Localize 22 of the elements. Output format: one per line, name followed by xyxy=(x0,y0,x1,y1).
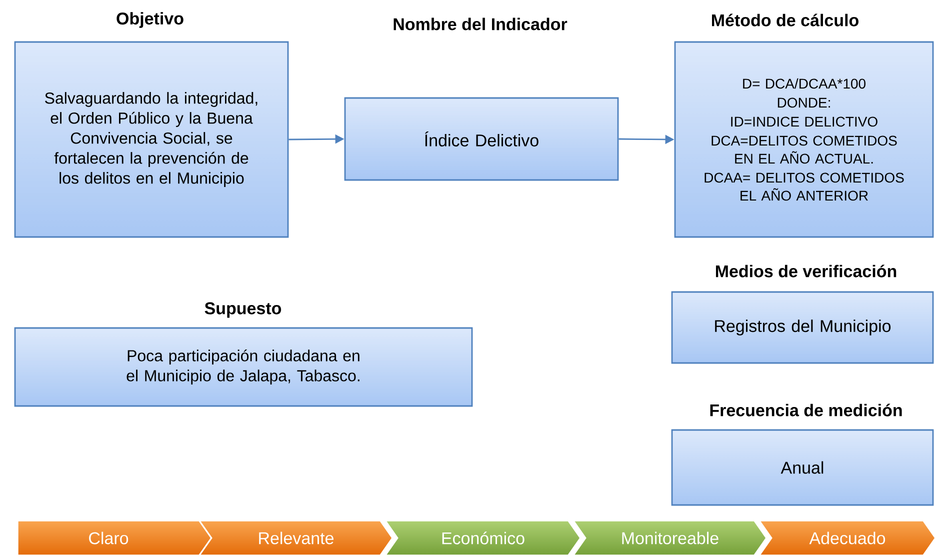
box-heading: Nombre del Indicador xyxy=(394,18,568,30)
node-label: DONDE: xyxy=(778,98,830,108)
chevron-step: Relevante xyxy=(199,520,392,556)
box-heading: Objetivo xyxy=(116,12,184,28)
node-label: D= DCA/DCAA*100 xyxy=(743,78,866,89)
text-box: Salvaguardando la integridad, el Orden Público y la Buena Convivencia Social, se fortalecen la prevención de los delitos en el Municipio xyxy=(14,41,289,238)
chevron-step: Claro xyxy=(18,520,212,556)
node-label: DCAA= DELITOS COMETIDOS EL AÑO ANTERIOR xyxy=(704,172,904,201)
node-label: ID=INDICE DELICTIVO xyxy=(731,116,878,127)
chevron-step: Económico xyxy=(385,520,580,556)
node-label: DCA=DELITOS COMETIDOS EN EL AÑO ACTUAL. xyxy=(712,136,897,164)
text-box: Índice Delictivo xyxy=(344,97,619,181)
text-box: Poca participación ciudadana en el Municipio de Jalapa, Tabasco. xyxy=(14,327,473,407)
box-heading: Supuesto xyxy=(204,302,282,318)
box-heading: Medios de verificación xyxy=(716,264,896,278)
chevron-step: Adecuado xyxy=(759,520,935,556)
box-heading: Frecuencia de medición xyxy=(710,404,902,416)
text-box: Anual xyxy=(671,429,934,506)
box-heading: Método de cálculo xyxy=(712,14,858,26)
chevron-step: Monitoreable xyxy=(573,520,766,556)
text-box: Registros del Municipio xyxy=(671,291,934,364)
text-box: D= DCA/DCAA*100 DONDE: ID=INDICE DELICTIVO DCA=DELITOS COMETIDOS EN EL AÑO ACTUAL. DCAA= DELITOS COMETIDOS EL AÑO ANTERIOR xyxy=(674,41,934,238)
